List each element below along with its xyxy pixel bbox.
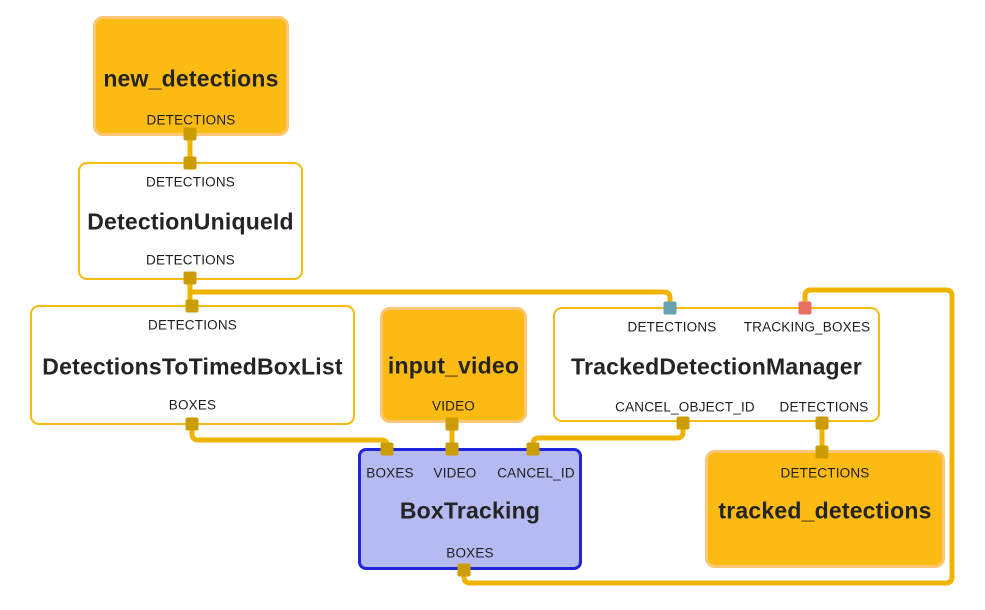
node-title: BoxTracking (399, 497, 541, 524)
output-stream-label: DETECTIONS (146, 112, 236, 128)
detections-to-timed-box-list-out-boxes-port (185, 417, 199, 431)
detection-unique-id-in-detections-port (183, 156, 197, 170)
output-stream-label: DETECTIONS (145, 252, 236, 268)
output-stream-label: VIDEO (431, 398, 476, 414)
tracked-detection-manager-in-tracking-boxes-port (798, 301, 812, 315)
node-title: DetectionsToTimedBoxList (42, 353, 343, 380)
node-input-video[interactable]: input_video VIDEO (380, 307, 527, 423)
tracked-detection-manager-out-detections-port (815, 416, 829, 430)
input-stream-label: CANCEL_ID (497, 465, 575, 481)
node-title: TrackedDetectionManager (571, 353, 862, 380)
tracked-detections-in-detections-port (815, 445, 829, 459)
node-new-detections[interactable]: new_detections DETECTIONS (93, 16, 289, 136)
detection-unique-id-out-detections-port (183, 271, 197, 285)
node-detection-unique-id[interactable]: DETECTIONS DetectionUniqueId DETECTIONS (78, 162, 303, 280)
node-title: DetectionUniqueId (87, 208, 294, 235)
box-tracking-in-boxes-port (380, 442, 394, 456)
input-stream-label: DETECTIONS (780, 465, 870, 481)
new-detections-out-detections-port (183, 127, 197, 141)
input-stream-label: BOXES (366, 465, 414, 481)
output-stream-label: DETECTIONS (779, 399, 869, 415)
edge-detection-unique-id-to-tracked-detection-manager (190, 289, 673, 308)
input-stream-label: DETECTIONS (627, 319, 717, 335)
detections-to-timed-box-list-in-detections-port (185, 299, 199, 313)
edge-tracked-detection-manager-cancel-to-box-tracking (530, 423, 686, 449)
node-detections-to-timed-box-list[interactable]: DETECTIONS DetectionsToTimedBoxList BOXE… (30, 305, 355, 425)
input-stream-label: VIDEO (433, 465, 477, 481)
edge-box-tracking-boxes-to-tracking-boxes (461, 287, 955, 586)
node-box-tracking[interactable]: BOXES VIDEO CANCEL_ID BoxTracking BOXES (358, 448, 582, 570)
edge-detections-to-timed-box-list-to-box-tracking (189, 424, 390, 449)
box-tracking-in-video-port (445, 442, 459, 456)
tracked-detection-manager-in-detections-port (663, 301, 677, 315)
input-stream-label: DETECTIONS (145, 174, 236, 190)
node-title: input_video (387, 352, 520, 379)
input-stream-label: TRACKING_BOXES (743, 319, 871, 335)
output-stream-label: CANCEL_OBJECT_ID (615, 399, 755, 415)
box-tracking-in-cancel-id-port (526, 442, 540, 456)
node-title: tracked_detections (718, 497, 932, 524)
node-tracked-detections[interactable]: DETECTIONS tracked_detections (705, 450, 945, 568)
box-tracking-out-boxes-port (457, 563, 471, 577)
node-tracked-detection-manager[interactable]: DETECTIONS TRACKING_BOXES TrackedDetecti… (553, 307, 880, 422)
input-video-out-video-port (445, 417, 459, 431)
output-stream-label: BOXES (446, 545, 494, 561)
node-title: new_detections (103, 65, 279, 92)
tracked-detection-manager-out-cancel-object-id-port (676, 416, 690, 430)
input-stream-label: DETECTIONS (147, 317, 238, 333)
output-stream-label: BOXES (168, 397, 217, 413)
